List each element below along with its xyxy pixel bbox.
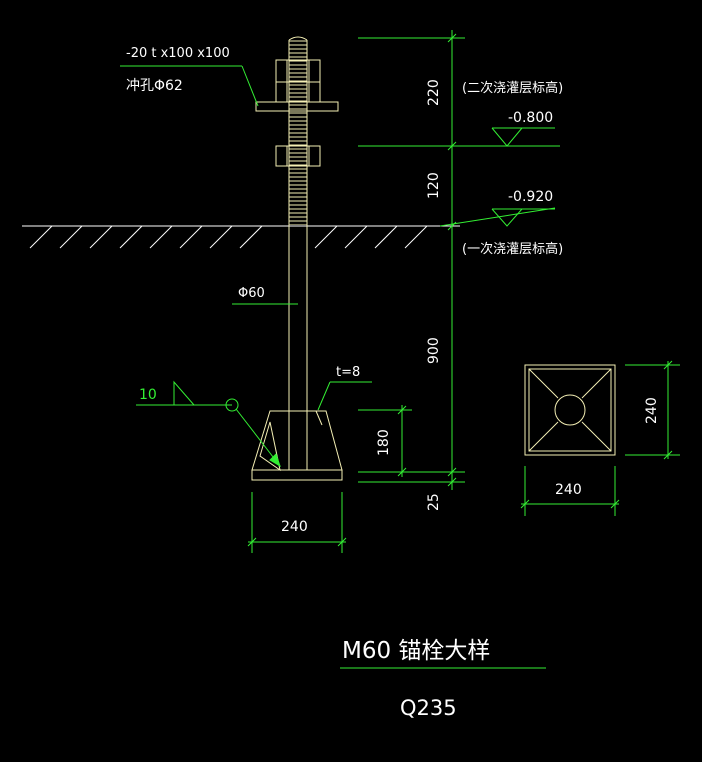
dim-seg-top: 220 (426, 79, 442, 106)
weld-size-label: 10 (139, 387, 157, 403)
plate-note-line1: -20 t x100 x100 (126, 46, 230, 61)
drawing-title: M60 锚栓大样 (342, 638, 490, 664)
dim-plan-height: 240 (644, 397, 660, 424)
diameter-label: Φ60 (238, 286, 265, 301)
material-label: Q235 (400, 696, 457, 720)
dim-plan-width: 240 (555, 482, 582, 498)
dim-seg-embed: 900 (426, 337, 442, 364)
first-pour-label: (一次浇灌层标高) (462, 241, 563, 257)
dimension-lines (120, 30, 680, 669)
second-pour-elevation: -0.800 (508, 110, 553, 126)
dim-base-width: 240 (281, 519, 308, 535)
plate-note-line2: 冲孔Φ62 (126, 78, 183, 94)
first-pour-elevation: -0.920 (508, 189, 553, 205)
plate-thickness-label: t=8 (336, 365, 360, 380)
plan-view (524, 364, 616, 456)
second-pour-label: (二次浇灌层标高) (462, 80, 563, 96)
anchor-bolt (251, 36, 343, 481)
ground-line (22, 225, 460, 249)
dim-seg-base: 25 (426, 493, 442, 511)
dim-anchor-height: 180 (376, 429, 392, 456)
dim-seg-mid: 120 (426, 172, 442, 199)
